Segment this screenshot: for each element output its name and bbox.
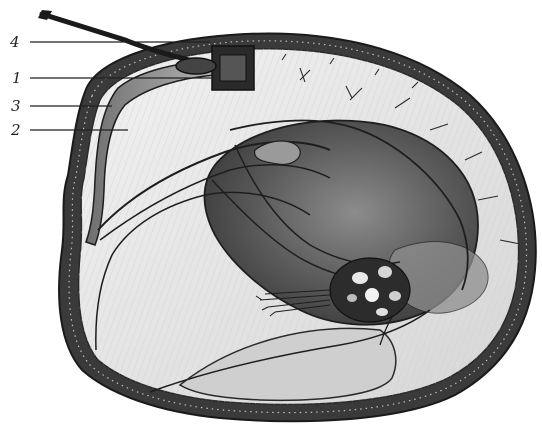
block-structure-inner xyxy=(220,55,246,81)
label-1: 1 xyxy=(12,69,22,87)
label-3: 3 xyxy=(11,97,21,115)
label-4: 4 xyxy=(9,33,20,51)
ganglion-cluster xyxy=(330,258,410,322)
label-2: 2 xyxy=(10,121,21,139)
